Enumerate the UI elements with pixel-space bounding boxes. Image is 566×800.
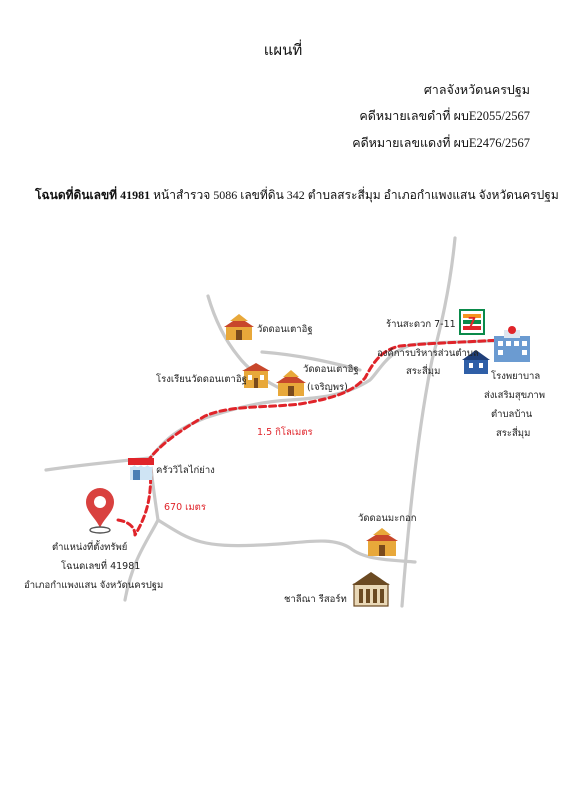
red-case-number: คดีหมายเลขแดงที่ ผบE2476/2567 bbox=[352, 136, 530, 150]
page-title: แผนที่ bbox=[263, 43, 303, 59]
label-property-2: โฉนดเลขที่ 41981 bbox=[61, 561, 141, 572]
temple-icon bbox=[224, 314, 254, 340]
court-name: ศาลจังหวัดนครปฐม bbox=[423, 83, 530, 97]
road-connector bbox=[260, 350, 362, 372]
label-tao-2: สระสี่มุม bbox=[406, 366, 441, 377]
label-hospital-4: สระสี่มุม bbox=[496, 428, 531, 439]
label-temple-mid-1: วัดดอนเตาอิฐ bbox=[303, 364, 359, 375]
temple-icon bbox=[366, 528, 398, 556]
hospital-icon bbox=[494, 326, 530, 362]
label-temple-mid-2: (เจริญพร) bbox=[307, 382, 348, 393]
label-temple-low: วัดดอนมะกอก bbox=[358, 513, 417, 524]
shop-icon bbox=[128, 458, 154, 480]
deed-number: โฉนดที่ดินเลขที่ 41981 bbox=[35, 188, 151, 202]
distance-short: 670 เมตร bbox=[164, 502, 206, 513]
label-hospital-1: โรงพยาบาล bbox=[491, 371, 541, 382]
svg-text:7: 7 bbox=[468, 315, 476, 329]
road-east bbox=[400, 236, 457, 608]
label-seven-eleven: ร้านสะดวก 7-11 bbox=[386, 319, 456, 330]
black-case-number: คดีหมายเลขดำที่ ผบE2055/2567 bbox=[359, 109, 530, 123]
deed-details: หน้าสำรวจ 5086 เลขที่ดิน 342 ตำบลสระสี่ม… bbox=[150, 188, 559, 202]
building-icon bbox=[462, 350, 490, 374]
label-temple-top: วัดดอนเตาอิฐ bbox=[257, 324, 313, 335]
deed-description: โฉนดที่ดินเลขที่ 41981 หน้าสำรวจ 5086 เล… bbox=[35, 186, 559, 205]
label-property-3: อำเภอกำแพงแสน จังหวัดนครปฐม bbox=[24, 580, 164, 591]
resort-icon bbox=[352, 572, 390, 607]
location-pin-icon bbox=[86, 488, 114, 534]
label-tao-1: องค์การบริหารส่วนตำบล bbox=[377, 348, 479, 359]
label-hospital-2: ส่งเสริมสุขภาพ bbox=[484, 390, 545, 401]
seven-eleven-icon: 7 bbox=[459, 309, 485, 335]
label-school: โรงเรียนวัดดอนเตาอิฐ bbox=[156, 374, 247, 385]
label-hospital-3: ตำบลบ้าน bbox=[491, 409, 533, 420]
road-to-temple bbox=[206, 294, 297, 397]
distance-long: 1.5 กิโลเมตร bbox=[257, 427, 313, 438]
label-property-1: ตำแหน่งที่ตั้งทรัพย์ bbox=[52, 542, 128, 553]
label-kitchen: ครัววิไลไก่ย่าง bbox=[156, 465, 215, 476]
temple-icon bbox=[276, 370, 306, 396]
route-path bbox=[116, 338, 502, 537]
school-icon bbox=[242, 363, 270, 388]
road-bottom bbox=[156, 518, 417, 564]
label-resort: ชาลีณา รีสอร์ท bbox=[284, 594, 347, 605]
